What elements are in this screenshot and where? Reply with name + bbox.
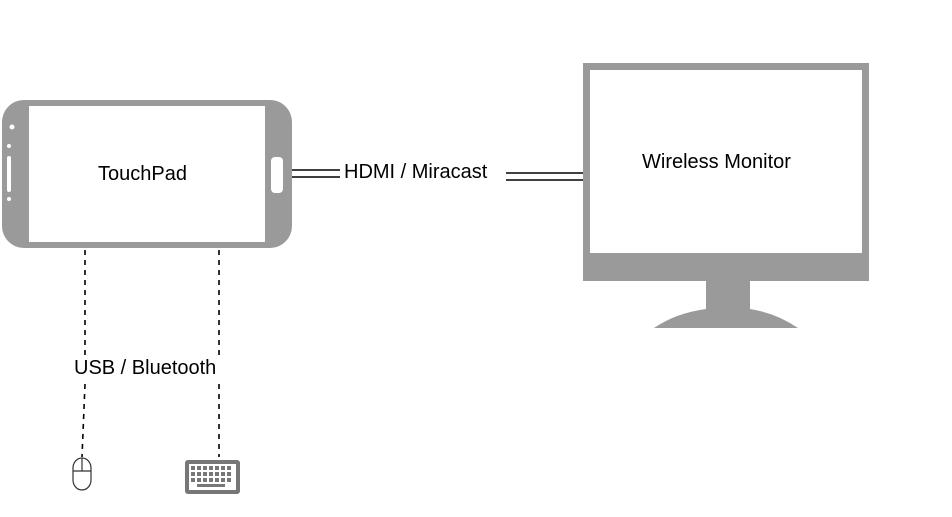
mouse-icon: [72, 457, 92, 491]
touchpad-label: TouchPad: [98, 163, 187, 185]
keyboard-icon: [185, 460, 240, 494]
monitor-icon: [583, 63, 869, 328]
display-link-line: [292, 169, 585, 181]
tablet-device-icon: [2, 100, 292, 248]
input-link-lines: [81, 250, 220, 458]
wireless-monitor-label: Wireless Monitor: [642, 151, 791, 173]
input-link-label: USB / Bluetooth: [72, 356, 219, 380]
display-link-label: HDMI / Miracast: [340, 160, 492, 184]
